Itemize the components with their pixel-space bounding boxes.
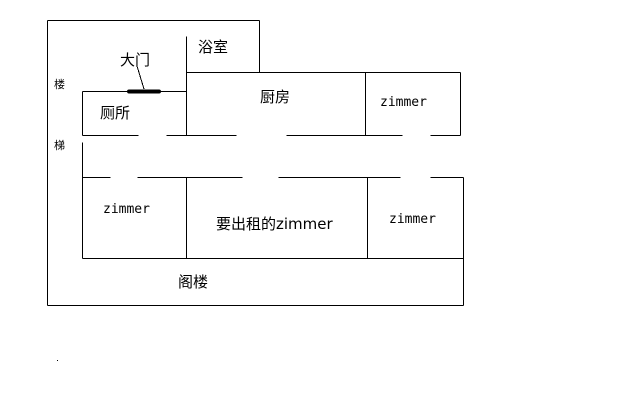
- entrance-pointer: [136, 65, 145, 90]
- label-stairs-bottom: 梯: [54, 139, 65, 152]
- upper-rooms-walls: [82, 36, 461, 136]
- label-attic: 阁楼: [178, 273, 208, 291]
- label-bathroom: 浴室: [198, 38, 228, 56]
- label-room-bottom-right: zimmer: [389, 212, 436, 227]
- label-room-bottom-left: zimmer: [103, 202, 150, 217]
- lower-rooms-walls: [82, 177, 464, 259]
- label-room-for-rent: 要出租的zimmer: [216, 215, 333, 233]
- label-entrance: 大门: [120, 51, 150, 69]
- label-room-top-right: zimmer: [380, 95, 427, 110]
- outer-walls: [47, 20, 464, 306]
- label-kitchen: 厨房: [260, 88, 290, 106]
- label-toilet: 厕所: [100, 104, 130, 122]
- stray-dot: [57, 360, 58, 361]
- label-stairs-top: 楼: [54, 77, 65, 91]
